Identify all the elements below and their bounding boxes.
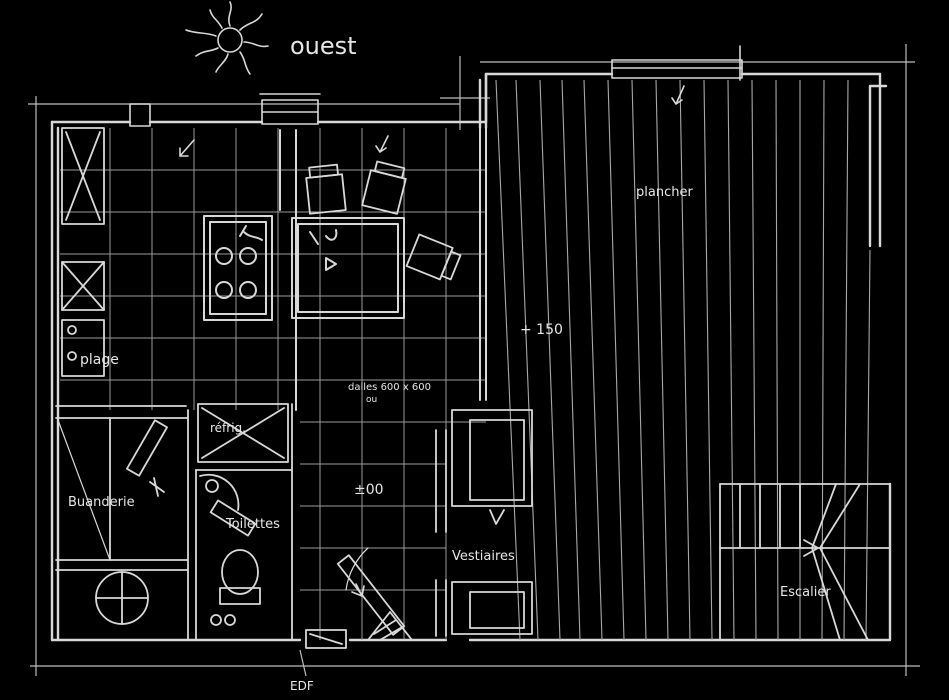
laundry-room: [55, 409, 189, 641]
shower-label: plage: [80, 352, 119, 368]
parquet-planks: [495, 79, 871, 641]
meter-label: EDF: [290, 679, 314, 693]
meter-leader: [299, 649, 307, 677]
stairs: [719, 483, 891, 641]
windows: [129, 45, 743, 127]
parquet-label: plancher: [636, 185, 693, 200]
level-raised-label: + 150: [520, 322, 563, 338]
sun-icon: [185, 1, 269, 75]
toilets-label: Toilettes: [225, 517, 280, 532]
cloakroom-label: Vestiaires: [452, 549, 515, 564]
tiles-note-label: ou: [366, 395, 377, 405]
stairs-label: Escalier: [780, 585, 831, 600]
level-step: [479, 127, 487, 401]
laundry-label: Buanderie: [68, 495, 135, 510]
level-zero-label: ±00: [354, 482, 384, 498]
entrance-door: [305, 547, 413, 649]
tiles-label: dalles 600 x 600: [348, 382, 431, 393]
chairs: [305, 160, 462, 281]
fridge: [197, 403, 293, 641]
toilets-room: [195, 469, 293, 641]
exterior-walls: [50, 72, 892, 642]
fridge-label: réfrig.: [210, 421, 246, 435]
orientation-label: ouest: [290, 32, 357, 60]
cloakroom: [435, 409, 533, 637]
direction-arrow-icon: [179, 85, 685, 597]
kitchen-counter: [203, 129, 405, 411]
construction-lines: [28, 44, 920, 676]
tile-grid: [60, 128, 486, 640]
shower-area: [55, 127, 187, 407]
